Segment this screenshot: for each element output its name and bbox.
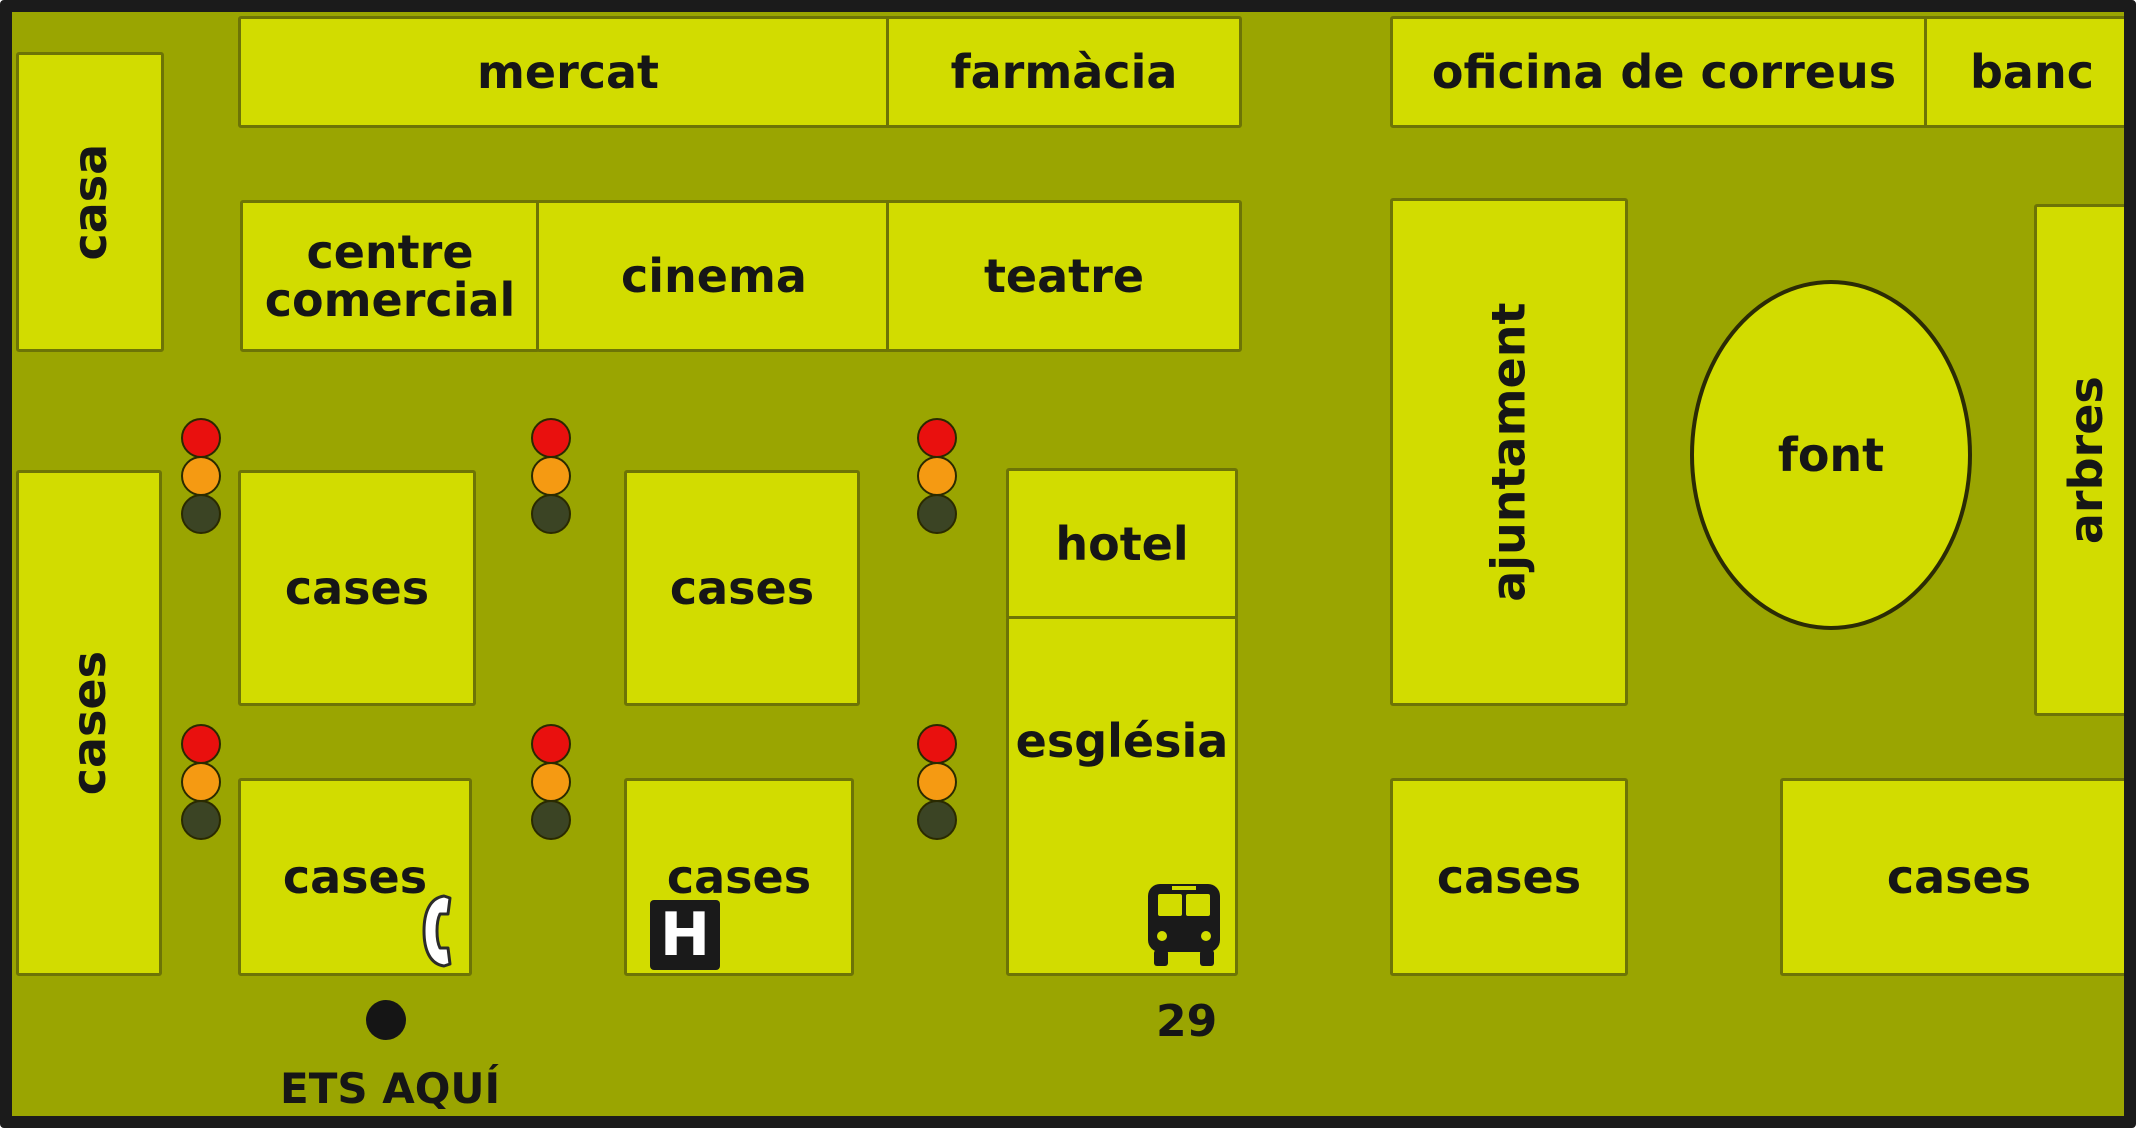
block-hotel: hotel bbox=[1006, 468, 1238, 620]
traffic-light-red-lamp bbox=[531, 418, 571, 458]
label-esglesia: església bbox=[1015, 714, 1229, 768]
traffic-light-green-lamp bbox=[181, 800, 221, 840]
label-cases-e: cases bbox=[1436, 849, 1582, 904]
traffic-light-green-lamp bbox=[531, 800, 571, 840]
hospital-letter: H bbox=[659, 900, 711, 970]
traffic-light-green-lamp bbox=[181, 494, 221, 534]
label-farmacia: farmàcia bbox=[950, 44, 1178, 99]
block-banc: banc bbox=[1924, 16, 2124, 128]
traffic-light-amber-lamp bbox=[917, 456, 957, 496]
bus-stop-number: 29 bbox=[1156, 996, 1218, 1047]
traffic-light-icon bbox=[916, 418, 957, 534]
block-cases-d: cases bbox=[624, 778, 854, 976]
block-cinema: cinema bbox=[536, 200, 892, 352]
label-arbres: arbres bbox=[2058, 376, 2113, 544]
traffic-light-red-lamp bbox=[181, 724, 221, 764]
label-banc: banc bbox=[1970, 44, 2094, 99]
block-mercat: mercat bbox=[238, 16, 898, 128]
label-teatre: teatre bbox=[983, 248, 1145, 303]
block-centre-comercial: centre comercial bbox=[240, 200, 540, 352]
traffic-light-amber-lamp bbox=[917, 762, 957, 802]
traffic-light-green-lamp bbox=[917, 494, 957, 534]
block-cases-a: cases bbox=[238, 470, 476, 706]
label-hotel: hotel bbox=[1055, 516, 1189, 571]
font-fountain: font bbox=[1690, 280, 1972, 630]
block-cases-f: cases bbox=[1780, 778, 2124, 976]
traffic-light-red-lamp bbox=[181, 418, 221, 458]
label-cases-left: cases bbox=[61, 650, 116, 796]
block-ajuntament: ajuntament bbox=[1390, 198, 1628, 706]
traffic-light-amber-lamp bbox=[531, 456, 571, 496]
block-cases-b: cases bbox=[624, 470, 860, 706]
traffic-light-amber-lamp bbox=[181, 456, 221, 496]
block-teatre: teatre bbox=[886, 200, 1242, 352]
label-cases-a: cases bbox=[284, 560, 430, 615]
you-are-here-dot-icon bbox=[366, 1000, 406, 1040]
label-ajuntament: ajuntament bbox=[1481, 302, 1536, 602]
block-arbres: arbres bbox=[2034, 204, 2124, 716]
label-casa: casa bbox=[62, 143, 117, 261]
block-cases-e: cases bbox=[1390, 778, 1628, 976]
traffic-light-amber-lamp bbox=[181, 762, 221, 802]
label-mercat: mercat bbox=[476, 44, 660, 99]
telephone-icon bbox=[422, 894, 452, 968]
traffic-light-amber-lamp bbox=[531, 762, 571, 802]
label-centre-comercial: centre comercial bbox=[264, 224, 516, 327]
traffic-light-icon bbox=[180, 724, 221, 840]
block-oficina-de-correus: oficina de correus bbox=[1390, 16, 1938, 128]
block-farmacia: farmàcia bbox=[886, 16, 1242, 128]
label-cases-d: cases bbox=[666, 849, 812, 904]
block-casa: casa bbox=[16, 52, 164, 352]
you-are-here-label: ETS AQUÍ bbox=[280, 1064, 501, 1113]
label-cases-c: cases bbox=[282, 849, 428, 904]
traffic-light-icon bbox=[180, 418, 221, 534]
traffic-light-red-lamp bbox=[917, 724, 957, 764]
label-cinema: cinema bbox=[621, 248, 807, 303]
hospital-icon: H bbox=[650, 900, 720, 970]
traffic-light-red-lamp bbox=[917, 418, 957, 458]
label-cases-f: cases bbox=[1886, 849, 2032, 904]
label-cases-b: cases bbox=[669, 560, 815, 615]
bus-icon bbox=[1148, 884, 1220, 966]
label-font: font bbox=[1777, 428, 1885, 482]
traffic-light-icon bbox=[916, 724, 957, 840]
label-oficina-de-correus: oficina de correus bbox=[1431, 44, 1897, 99]
traffic-light-red-lamp bbox=[531, 724, 571, 764]
block-cases-c: cases bbox=[238, 778, 472, 976]
traffic-light-green-lamp bbox=[917, 800, 957, 840]
block-cases-left: cases bbox=[16, 470, 162, 976]
traffic-light-icon bbox=[530, 418, 571, 534]
traffic-light-icon bbox=[530, 724, 571, 840]
traffic-light-green-lamp bbox=[531, 494, 571, 534]
